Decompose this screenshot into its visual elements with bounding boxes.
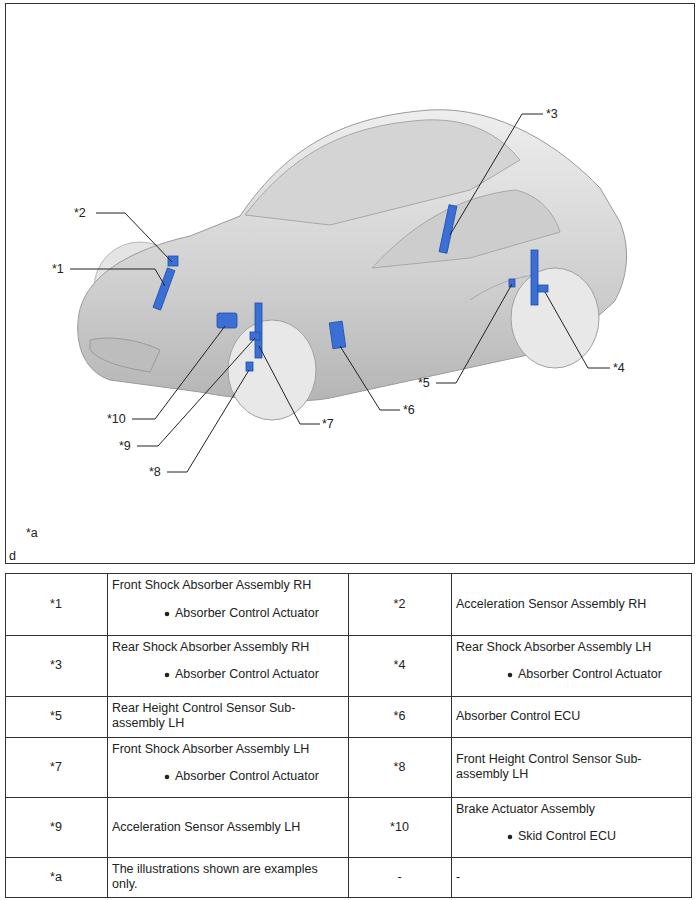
leader-line [137, 338, 255, 446]
front-grille [90, 338, 160, 372]
leader-line [259, 346, 320, 424]
table-cell-number: *10 [348, 820, 451, 835]
table-cell-subpart: Absorber Control Actuator [175, 667, 345, 682]
table-rule [6, 696, 692, 697]
leader-line [96, 213, 172, 262]
callout-number: *2 [74, 206, 104, 221]
leader-line [545, 292, 610, 368]
callout-number: *7 [322, 417, 352, 432]
table-cell-number: *1 [5, 597, 107, 612]
table-cell-part: Acceleration Sensor Assembly RH [456, 597, 686, 612]
table-rule [348, 574, 349, 898]
components [153, 205, 548, 371]
table-cell-subpart: Absorber Control Actuator [175, 769, 345, 784]
table-cell-part: Absorber Control ECU [456, 709, 686, 724]
table-cell-part: Front Shock Absorber Assembly LH [112, 742, 344, 757]
table-cell-number: *7 [5, 760, 107, 775]
legend-table [6, 574, 692, 898]
leader-line [70, 269, 165, 286]
leader-lines [70, 114, 610, 472]
table-cell-part: Rear Shock Absorber Assembly LH [456, 640, 686, 655]
table-rule [6, 635, 692, 636]
shock-absorber-actuator [538, 285, 548, 292]
shock-absorber [439, 205, 457, 254]
leader-line [450, 114, 543, 235]
table-cell-part: Front Shock Absorber Assembly RH [112, 578, 344, 593]
brake-actuator [217, 313, 237, 328]
table-cell-number: *4 [348, 658, 451, 673]
figure-code: d [9, 549, 29, 564]
shock-absorber [153, 268, 175, 310]
table-cell-subpart: Absorber Control Actuator [518, 667, 688, 682]
callout-number: *1 [52, 262, 82, 277]
table-rule [6, 797, 692, 798]
callout-number: *6 [403, 403, 433, 418]
table-cell-number: *2 [348, 597, 451, 612]
table-border [6, 574, 692, 898]
table-rule [451, 574, 452, 898]
table-cell-number: *a [5, 870, 107, 885]
bullet [508, 673, 513, 678]
callout-number: *10 [107, 412, 137, 427]
callout-number: *3 [546, 107, 576, 122]
table-cell-part: Rear Shock Absorber Assembly RH [112, 640, 344, 655]
table-cell-number: *5 [5, 709, 107, 724]
wheel [511, 268, 599, 368]
table-cell-part: Rear Height Control Sensor Sub-assembly … [112, 701, 344, 731]
table-cell-empty: - [348, 870, 451, 885]
table-rule [6, 857, 692, 858]
absorber-control-ecu [329, 321, 345, 349]
table-cell-part: Front Height Control Sensor Sub-assembly… [456, 752, 681, 782]
leader-line [436, 284, 512, 383]
car-body [78, 110, 627, 401]
bullet [165, 775, 170, 780]
callout-number: *5 [418, 376, 448, 391]
figure-frame [6, 4, 695, 564]
table-cell-empty: - [456, 870, 516, 885]
acceleration-sensor [250, 332, 260, 340]
leader-line [132, 326, 225, 419]
callout-number: *4 [613, 361, 643, 376]
table-cell-subpart: Skid Control ECU [518, 829, 688, 844]
height-sensor [509, 279, 515, 287]
table-cell-subpart: Absorber Control Actuator [175, 606, 345, 621]
note-marker: *a [26, 526, 56, 541]
bullet [165, 673, 170, 678]
height-sensor [246, 362, 253, 371]
table-cell-number: *9 [5, 820, 107, 835]
leader-line [340, 346, 400, 410]
table-rule [6, 737, 692, 738]
table-cell-part: Acceleration Sensor Assembly LH [112, 820, 344, 835]
table-cell-note: The illustrations shown are examples onl… [112, 862, 344, 892]
shock-absorber [531, 250, 538, 305]
callout-number: *9 [119, 439, 149, 454]
table-cell-number: *8 [348, 760, 451, 775]
acceleration-sensor [168, 256, 178, 266]
bullet [165, 612, 170, 617]
callout-number: *8 [149, 465, 179, 480]
table-cell-number: *6 [348, 709, 451, 724]
bullet [508, 835, 513, 840]
leader-line [167, 370, 249, 472]
table-cell-number: *3 [5, 658, 107, 673]
table-rule [107, 574, 108, 898]
table-cell-part: Brake Actuator Assembly [456, 802, 686, 817]
